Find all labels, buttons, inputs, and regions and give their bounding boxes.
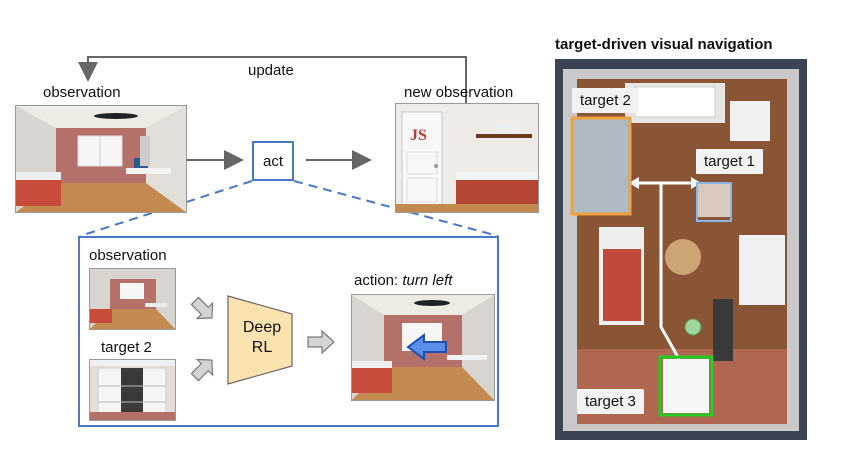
right-panel-title: target-driven visual navigation: [555, 36, 773, 53]
observation-image: [15, 105, 187, 213]
rl-to-action-arrow: [308, 331, 334, 353]
observation-label: observation: [43, 84, 121, 101]
detail-observation-label: observation: [89, 247, 167, 264]
obs-to-rl-arrow: [187, 293, 220, 326]
door-js-text: JS: [410, 127, 427, 144]
action-prefix: action:: [354, 272, 402, 289]
new-observation-label: new observation: [404, 84, 513, 101]
target-1-label: target 1: [696, 149, 763, 174]
agent-position: [685, 319, 701, 335]
detail-target-label: target 2: [101, 339, 152, 356]
target-3-label: target 3: [577, 389, 644, 414]
deep-rl-label: Deep RL: [231, 318, 293, 358]
detail-target-image: [89, 359, 176, 421]
target-to-rl-arrow: [187, 352, 220, 385]
update-label: update: [248, 62, 294, 79]
act-box: act: [252, 141, 294, 181]
detail-observation-image: [89, 268, 176, 330]
top-down-view-panel: [555, 59, 807, 440]
act-label: act: [263, 153, 283, 170]
deep-rl-line2: RL: [231, 338, 293, 358]
action-label: action: turn left: [354, 272, 452, 289]
target-2-label: target 2: [572, 88, 639, 113]
action-image: [351, 294, 495, 401]
deep-rl-line1: Deep: [231, 318, 293, 338]
action-value: turn left: [402, 272, 452, 289]
new-observation-image: JS: [395, 103, 539, 213]
